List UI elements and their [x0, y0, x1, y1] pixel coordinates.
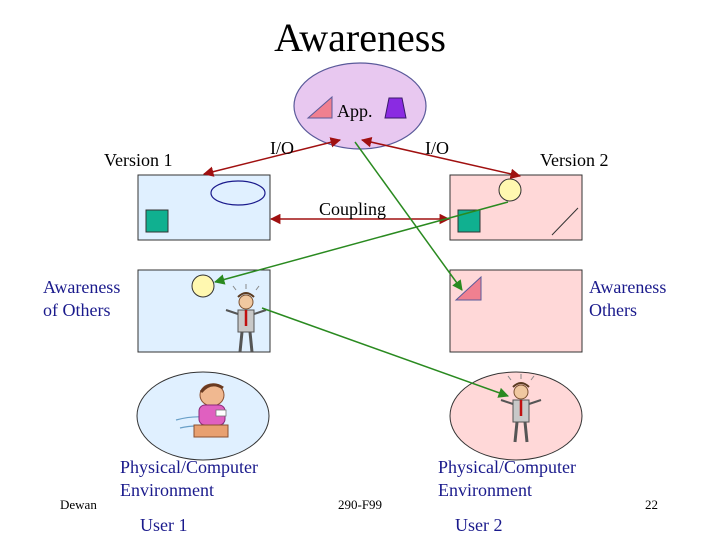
version1-square-icon — [145, 209, 169, 233]
user2-label: User 2 — [455, 515, 503, 535]
awareness-right-triangle-icon — [454, 275, 482, 301]
user1-figure-icon — [175, 383, 229, 438]
awareness-others-label-line2: Others — [589, 300, 637, 320]
app-to-awareness-arrow — [354, 141, 463, 291]
coupling-label: Coupling — [319, 199, 387, 219]
awareness-right-screen — [449, 269, 583, 353]
footer-course: 290-F99 — [338, 497, 383, 512]
io-right-label: I/O — [425, 138, 449, 158]
physical-right-label-line2: Environment — [438, 480, 532, 500]
physical-left-label-line2: Environment — [120, 480, 214, 500]
awareness-others-label-line1: Awareness — [589, 277, 667, 297]
io-left-arrow — [202, 137, 342, 177]
app-triangle-icon — [306, 95, 333, 119]
footer-author: Dewan — [60, 497, 97, 512]
io-right-arrow — [360, 136, 522, 180]
version1-label: Version 1 — [104, 150, 173, 170]
user2-figure-icon — [500, 374, 542, 443]
app-label: App. — [337, 101, 373, 121]
version2-square-icon — [457, 209, 481, 233]
awareness-of-others-label-line1: Awareness — [43, 277, 121, 297]
version2-to-awareness-left-arrow — [213, 201, 509, 285]
version1-ellipse-icon — [210, 180, 266, 206]
version2-circle-icon — [498, 178, 522, 202]
awareness-left-circle-icon — [191, 274, 215, 298]
physical-left-label-line1: Physical/Computer — [120, 457, 258, 477]
standing-person-left-icon — [225, 284, 267, 353]
awareness-of-others-label-line2: of Others — [43, 300, 111, 320]
version2-label: Version 2 — [540, 150, 609, 170]
footer-page-number: 22 — [645, 497, 658, 512]
physical-right-label-line1: Physical/Computer — [438, 457, 576, 477]
version2-line-icon — [551, 207, 579, 236]
person-to-user2-arrow — [261, 307, 509, 398]
io-left-label: I/O — [270, 138, 294, 158]
slide-title: Awareness — [274, 15, 446, 60]
app-trapezoid-icon — [384, 97, 407, 119]
user1-label: User 1 — [140, 515, 188, 535]
